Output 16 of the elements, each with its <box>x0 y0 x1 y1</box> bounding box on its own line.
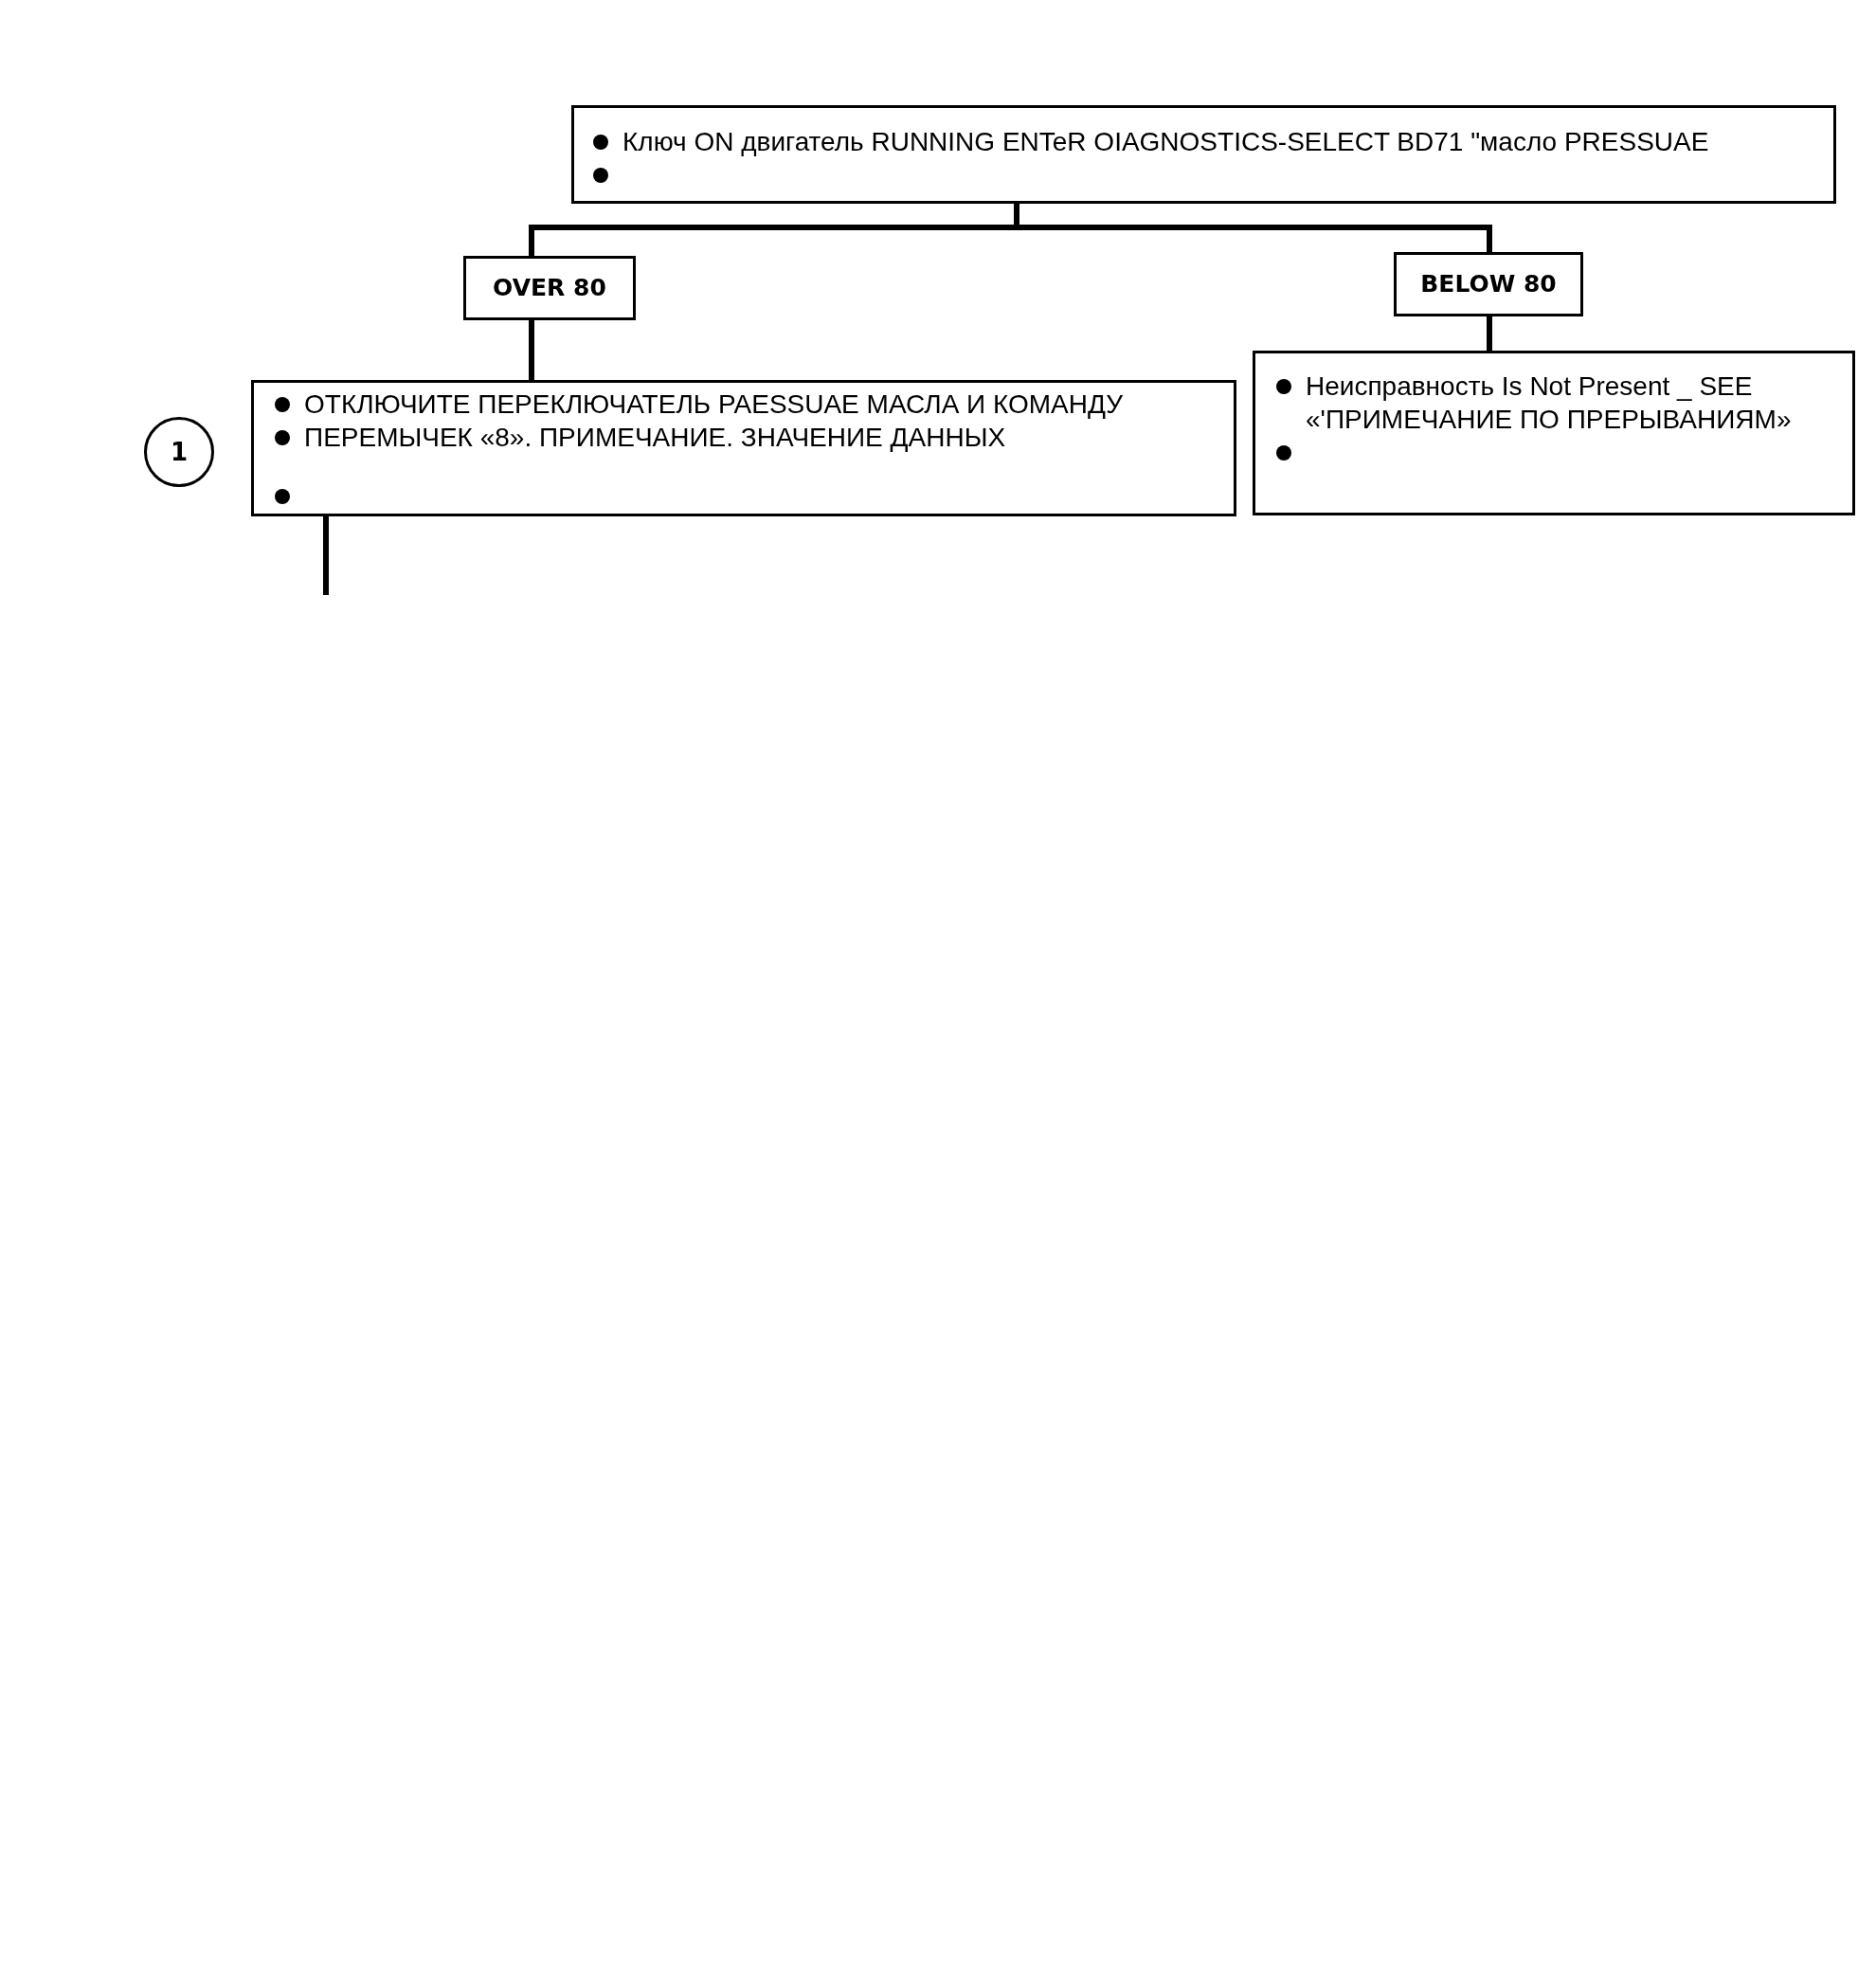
step-text: Неисправность Is Not Present _ SEE «'ПРИМЕЧАНИЕ ПО ПРЕРЫВАНИЯМ» <box>1306 370 1793 436</box>
connector-line <box>1014 204 1492 252</box>
connector-line <box>1487 316 1492 351</box>
step-number: 1 <box>170 438 189 466</box>
condition-label: OVER 80 <box>493 274 606 302</box>
step-text: ПЕРЕМЫЧЕК «8». ПРИМЕЧАНИЕ. ЗНАЧЕНИЕ ДАННЫХ <box>304 422 1006 454</box>
step-box <box>251 380 1236 516</box>
step-text: Ключ ON двигатель RUNNING ENTeR OIAGNOSTICS-SELECT BD71 "масло PRESSUAE <box>622 126 1709 158</box>
condition-label: BELOW 80 <box>1420 270 1557 298</box>
connector-line <box>529 320 534 380</box>
connector-line <box>323 516 329 595</box>
condition-box <box>463 256 636 320</box>
step-box <box>571 105 1836 204</box>
condition-box <box>1394 252 1583 316</box>
step-text: ОТКЛЮЧИТЕ ПЕРЕКЛЮЧАТЕЛЬ PAESSUAE МАСЛА И КОМАНДУ <box>304 388 1124 421</box>
step-box <box>1253 351 1855 515</box>
